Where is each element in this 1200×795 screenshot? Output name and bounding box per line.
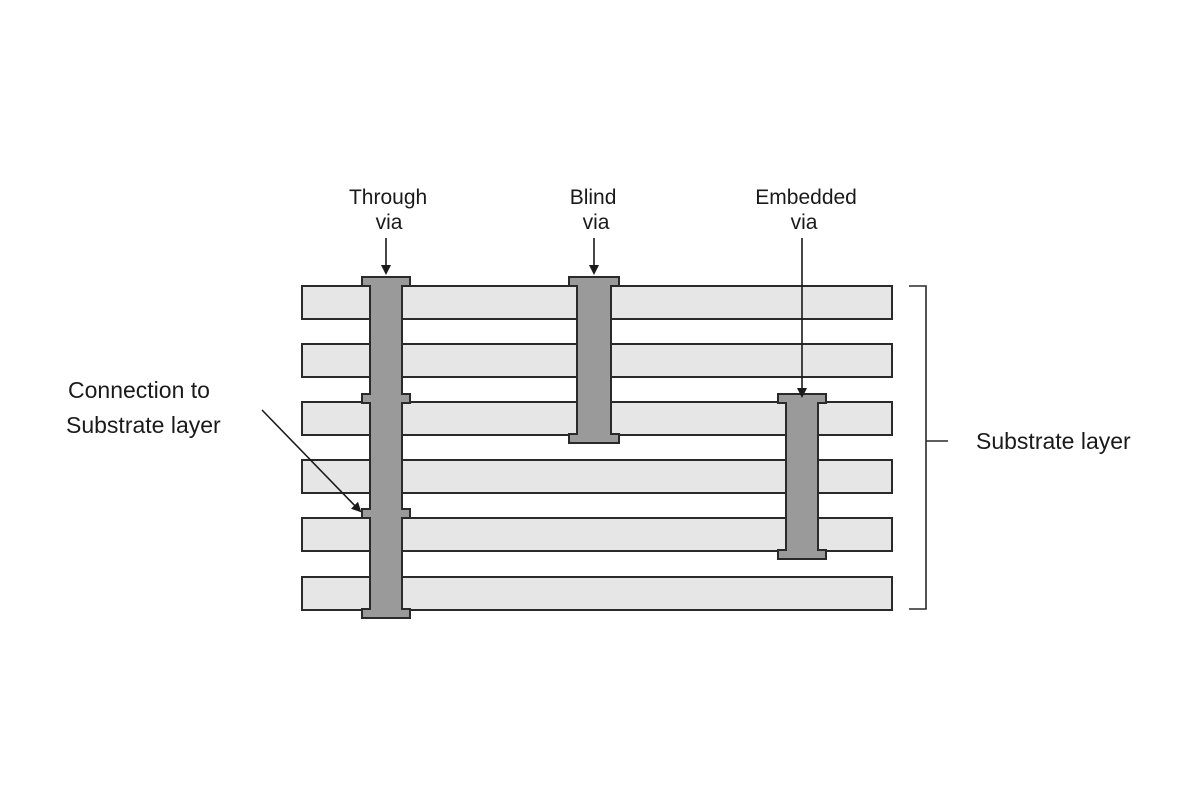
connection-label: Connection to Substrate layer xyxy=(66,377,221,438)
through-via-label: Through via xyxy=(349,186,433,234)
embedded-via-label-line-2: via xyxy=(791,211,818,234)
through-via-label-line-2: via xyxy=(376,211,403,234)
blind-via-label-line-1: Blind xyxy=(570,186,617,209)
embedded-via xyxy=(777,393,827,560)
through-via xyxy=(361,276,411,619)
substrate-layer-label: Substrate layer xyxy=(976,428,1131,454)
blind-via-label: Blind via xyxy=(570,186,623,234)
substrate-bracket xyxy=(909,285,948,610)
connection-arrow xyxy=(261,409,362,513)
blind-via-label-line-2: via xyxy=(583,211,610,234)
embedded-via-label: Embedded via xyxy=(755,186,862,234)
through-via-label-line-1: Through xyxy=(349,186,427,209)
connection-label-line-1: Connection to xyxy=(68,377,210,403)
blind-via xyxy=(568,276,620,444)
embedded-via-label-line-1: Embedded xyxy=(755,186,857,209)
connection-label-line-2: Substrate layer xyxy=(66,412,221,438)
